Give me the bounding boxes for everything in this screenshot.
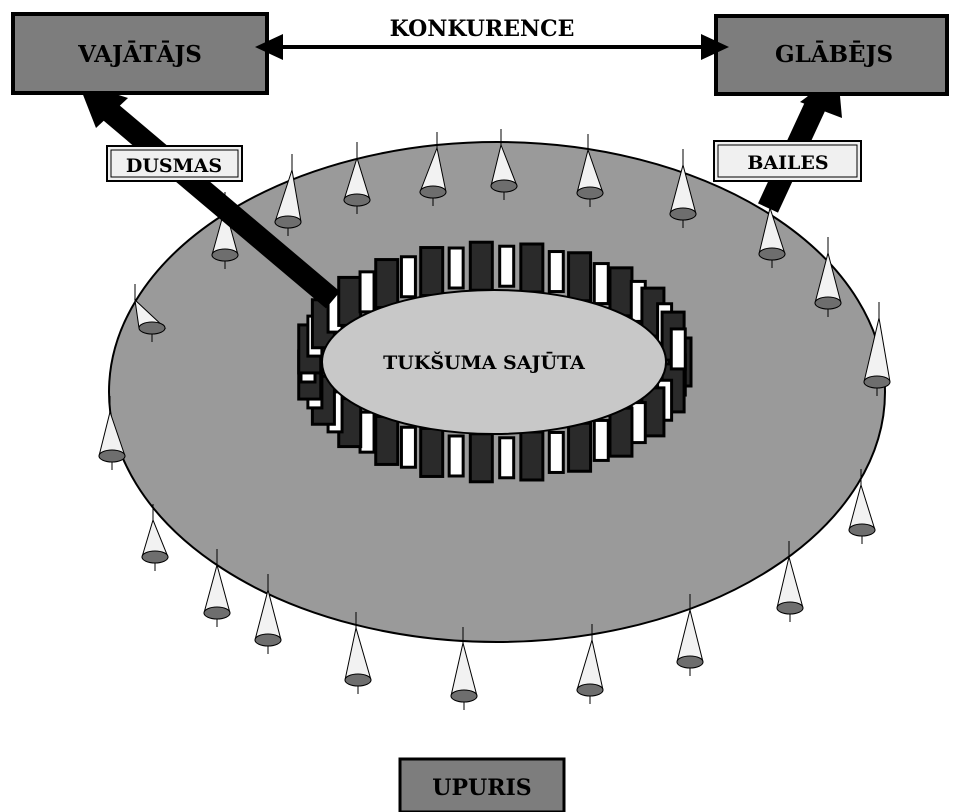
cone <box>134 284 167 342</box>
ring-bar <box>608 266 634 318</box>
victim-label: UPURIS <box>432 775 531 801</box>
persecutor-box: VAJĀTĀJS <box>11 12 269 95</box>
cone <box>490 129 518 200</box>
ring-bar <box>358 270 376 314</box>
cone <box>576 134 604 207</box>
cone <box>776 541 804 622</box>
ring-bar <box>419 426 445 478</box>
cone <box>669 149 697 228</box>
ring-bar <box>374 258 400 310</box>
ring-bar <box>498 244 516 288</box>
ring-bar <box>399 425 417 469</box>
cone <box>344 612 372 694</box>
ring-bar <box>567 251 593 303</box>
anger-tag: DUSMAS <box>106 145 243 182</box>
ring-bar <box>419 246 445 298</box>
cone <box>419 132 447 206</box>
persecutor-label: VAJĀTĀJS <box>77 41 202 68</box>
ring-bar <box>567 421 593 473</box>
ring-bar <box>592 262 610 306</box>
cone <box>450 627 478 710</box>
ring-bar <box>592 418 610 462</box>
cone <box>814 237 842 317</box>
ring-bar <box>399 255 417 299</box>
cone <box>758 192 786 268</box>
cone <box>254 574 282 654</box>
cone <box>576 624 604 704</box>
ring-bar <box>447 246 465 290</box>
fear-label: BAILES <box>747 152 828 174</box>
ring-bar <box>519 430 545 482</box>
competition-arrow <box>255 34 729 60</box>
cone <box>343 142 371 214</box>
cone <box>211 192 239 269</box>
ring-bar <box>547 430 565 474</box>
ring-bar <box>468 240 494 292</box>
rescuer-label: GLĀBĒJS <box>775 41 893 68</box>
ring-bar <box>608 406 634 458</box>
emptiness-label: TUKŠUMA SAJŪTA <box>383 351 585 374</box>
cone <box>141 504 169 571</box>
ring-bar <box>669 327 687 371</box>
ring-bar <box>447 434 465 478</box>
cones-layer <box>98 129 891 710</box>
fear-tag: BAILES <box>713 140 862 182</box>
cone <box>98 396 126 470</box>
cone <box>863 302 891 396</box>
ring-bar <box>519 242 545 294</box>
cone <box>848 469 876 544</box>
rescuer-box: GLĀBĒJS <box>714 14 949 96</box>
cone <box>274 154 302 236</box>
victim-box: UPURIS <box>398 757 566 812</box>
cone <box>203 549 231 627</box>
ring-bar <box>498 436 516 480</box>
competition-label: KONKURENCE <box>390 16 575 42</box>
cone <box>676 594 704 676</box>
inner-ring <box>297 240 693 484</box>
ring-bar <box>374 414 400 466</box>
ring-bar <box>468 432 494 484</box>
inner-ellipse <box>321 289 667 435</box>
ring-bar <box>547 250 565 294</box>
anger-label: DUSMAS <box>126 155 222 177</box>
